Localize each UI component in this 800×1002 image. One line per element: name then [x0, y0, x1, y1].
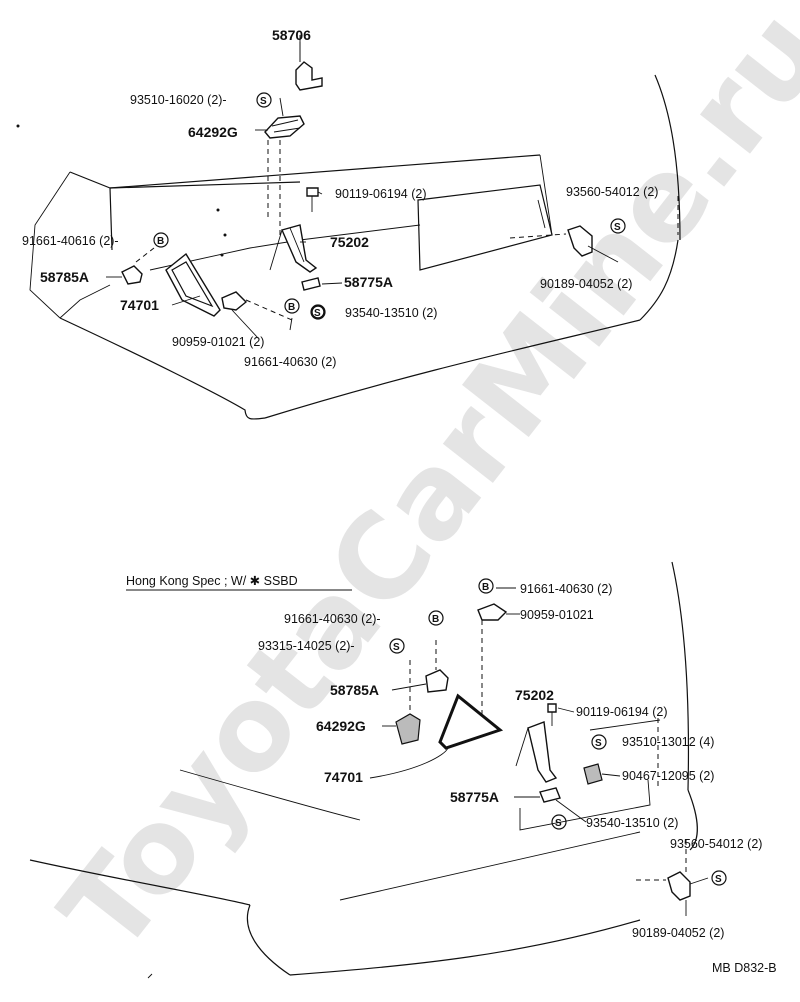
part-label: 74701 — [120, 297, 159, 313]
watermark: ToyotaCarMine.ru — [36, 0, 800, 977]
s-symbol-text: S — [393, 642, 400, 653]
bottom-assembly: Hong Kong Spec ; W/ ✱ SSBD — [29, 561, 762, 979]
part-label: 93315-14025 (2)- — [258, 639, 355, 653]
part-label: 90467-12095 (2) — [622, 769, 714, 783]
part-label: 93540-13510 (2) — [586, 816, 678, 830]
s-symbol-icon — [389, 638, 405, 654]
b-symbol-text: B — [157, 236, 164, 247]
b-symbol-icon — [284, 298, 300, 314]
part-label: 90119-06194 (2) — [335, 187, 427, 201]
s-symbol-icon — [591, 734, 607, 750]
part-label: 58775A — [344, 274, 393, 290]
s-symbol-text: S — [715, 874, 722, 885]
part-label: 90189-04052 (2) — [632, 926, 724, 940]
s-symbol-icon — [310, 304, 326, 320]
part-label: 64292G — [316, 718, 366, 734]
part-label: 91661-40616 (2)- — [22, 234, 119, 248]
part-label: 91661-40630 (2)- — [284, 612, 381, 626]
s-symbol-text: S — [614, 222, 621, 233]
b-symbol-icon — [478, 578, 494, 594]
s-symbol-text: S — [555, 818, 562, 829]
part-label: 90119-06194 (2) — [576, 705, 668, 719]
b-symbol-icon — [428, 610, 444, 626]
b-symbol-text: B — [432, 614, 439, 625]
part-label: 74701 — [324, 769, 363, 785]
top-assembly: 58706 93510-16020 (2)- S 64292G 90119-06… — [16, 27, 681, 420]
part-label: 91661-40630 (2) — [244, 355, 336, 369]
b-symbol-icon — [153, 232, 169, 248]
part-label: 90959-01021 (2) — [172, 335, 264, 349]
part-label: 93560-54012 (2) — [670, 837, 762, 851]
part-label: 93560-54012 (2) — [566, 185, 658, 199]
part-label: 58706 — [272, 27, 311, 43]
b-symbol-text: B — [482, 582, 489, 593]
figure-id: MB D832-B — [712, 961, 777, 975]
s-symbol-icon — [256, 92, 272, 108]
part-label: 75202 — [515, 687, 554, 703]
part-label: 64292G — [188, 124, 238, 140]
s-symbol-icon — [610, 218, 626, 234]
part-label: 58775A — [450, 789, 499, 805]
part-label: 93510-13012 (4) — [622, 735, 714, 749]
part-label: 91661-40630 (2) — [520, 582, 612, 596]
s-symbol-icon — [551, 814, 567, 830]
s-symbol-text: S — [260, 96, 267, 107]
part-label: 93510-16020 (2)- — [130, 93, 227, 107]
part-label: 90189-04052 (2) — [540, 277, 632, 291]
part-label: 58785A — [40, 269, 89, 285]
part-label: 75202 — [330, 234, 369, 250]
part-label: 58785A — [330, 682, 379, 698]
s-symbol-text: S — [314, 308, 321, 319]
s-symbol-icon — [711, 870, 727, 886]
part-label: 93540-13510 (2) — [345, 306, 437, 320]
part-label: 90959-01021 — [520, 608, 594, 622]
s-symbol-text: S — [595, 738, 602, 749]
b-symbol-text: B — [288, 302, 295, 313]
section-label: Hong Kong Spec ; W/ ✱ SSBD — [126, 574, 298, 588]
